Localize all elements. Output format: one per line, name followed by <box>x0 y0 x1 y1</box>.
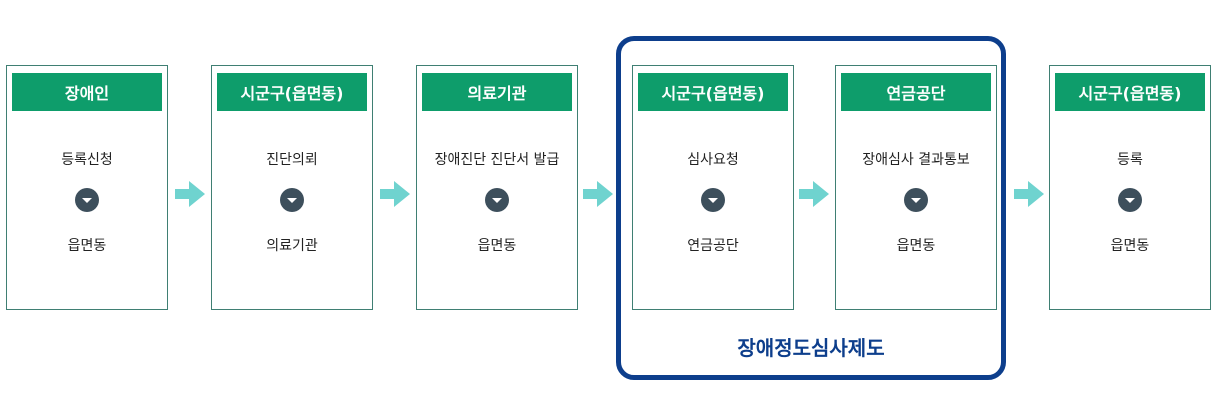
review-system-label: 장애정도심사제도 <box>737 336 885 360</box>
step-box-title: 시군구(읍면동) <box>1055 73 1205 111</box>
step-box-6: 시군구(읍면동) 등록 읍면동 <box>1049 65 1211 310</box>
step-action: 장애심사 결과통보 <box>862 152 970 168</box>
chevron-down-circle-icon <box>1118 188 1142 212</box>
step-box-4: 시군구(읍면동) 심사요청 연금공단 <box>632 65 794 310</box>
chevron-down-circle-icon <box>904 188 928 212</box>
right-arrow-icon <box>1014 181 1044 207</box>
step-action: 등록 <box>1117 152 1143 168</box>
step-box-1: 장애인 등록신청 읍면동 <box>6 65 168 310</box>
step-action: 심사요청 <box>687 152 739 168</box>
step-target: 연금공단 <box>687 238 739 254</box>
step-box-title: 장애인 <box>12 73 162 111</box>
chevron-down-circle-icon <box>701 188 725 212</box>
right-arrow-icon <box>799 181 829 207</box>
step-target: 읍면동 <box>896 238 936 254</box>
step-target: 의료기관 <box>266 238 318 254</box>
step-box-5: 연금공단 장애심사 결과통보 읍면동 <box>835 65 997 310</box>
step-action: 장애진단 진단서 발급 <box>434 152 560 168</box>
chevron-down-circle-icon <box>280 188 304 212</box>
step-target: 읍면동 <box>1110 238 1150 254</box>
step-action: 진단의뢰 <box>266 152 318 168</box>
chevron-down-circle-icon <box>75 188 99 212</box>
right-arrow-icon <box>175 181 205 207</box>
chevron-down-circle-icon <box>485 188 509 212</box>
step-box-2: 시군구(읍면동) 진단의뢰 의료기관 <box>211 65 373 310</box>
step-box-title: 시군구(읍면동) <box>217 73 367 111</box>
right-arrow-icon <box>380 181 410 207</box>
step-box-title: 의료기관 <box>422 73 572 111</box>
step-box-3: 의료기관 장애진단 진단서 발급 읍면동 <box>416 65 578 310</box>
step-target: 읍면동 <box>477 238 517 254</box>
step-target: 읍면동 <box>67 238 107 254</box>
step-action: 등록신청 <box>61 152 113 168</box>
step-box-title: 연금공단 <box>841 73 991 111</box>
right-arrow-icon <box>583 181 613 207</box>
step-box-title: 시군구(읍면동) <box>638 73 788 111</box>
review-system-frame <box>616 36 1006 380</box>
